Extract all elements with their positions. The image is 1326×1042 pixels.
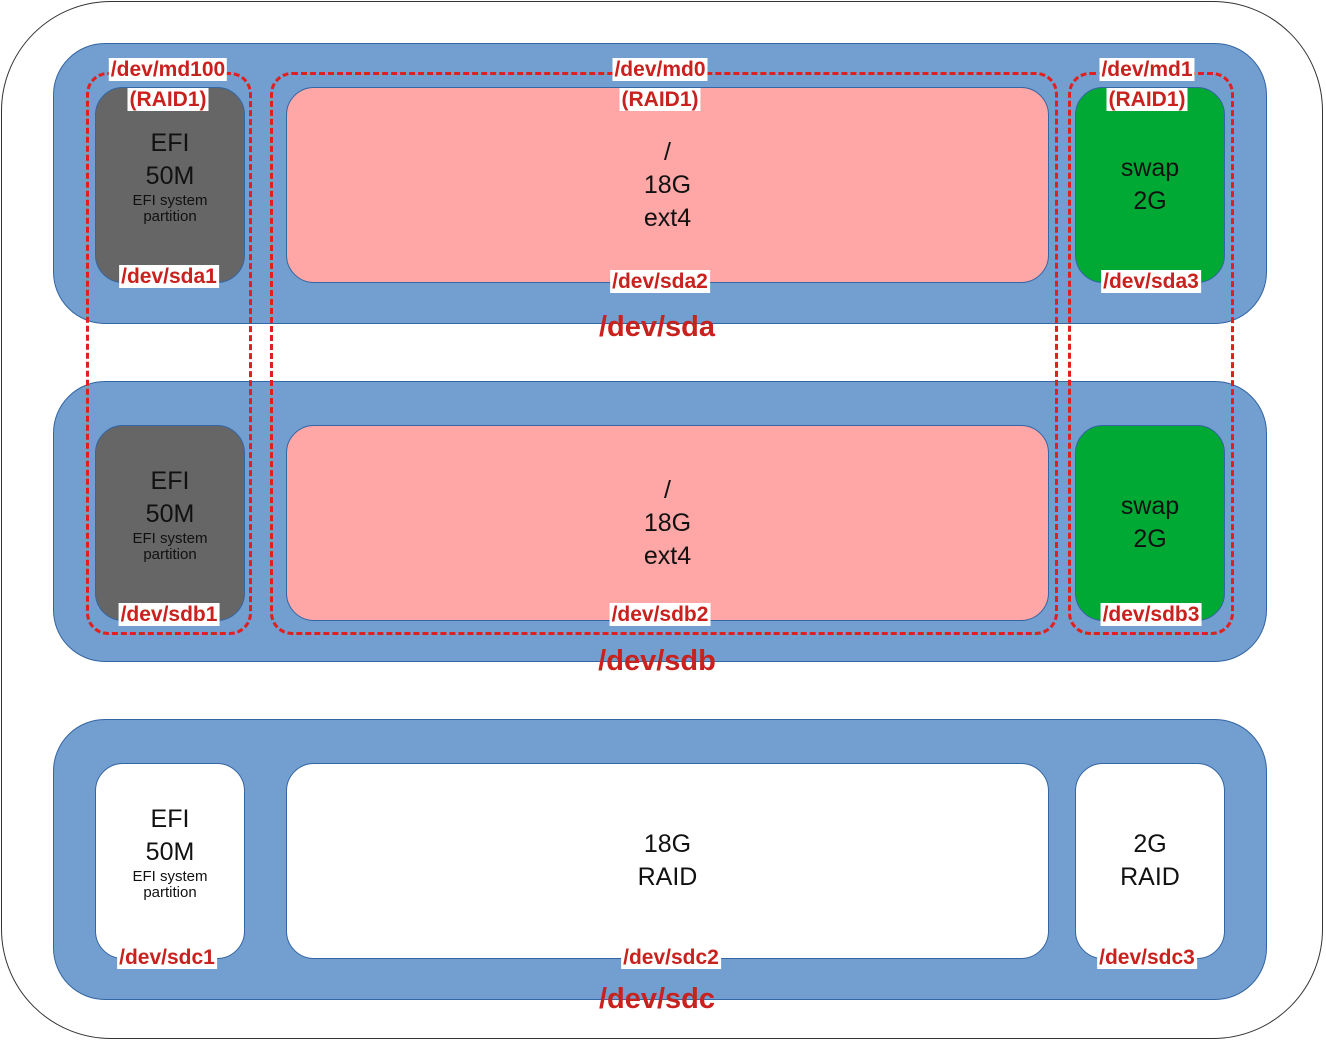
partition-size: 50M [145,162,195,190]
partition-note: partition [143,208,197,225]
raid-label-md0: /dev/md0 [612,58,708,81]
raid-level-md0: (RAID1) [619,88,701,111]
partition-size: 50M [145,500,195,528]
device-label-sda2: /dev/sda2 [610,270,710,293]
partition-type: EFI [150,129,190,157]
partition-size: 18G [643,830,692,858]
raid-level-md1: (RAID1) [1106,88,1188,111]
partition-type: EFI [150,467,190,495]
partition-type: EFI [150,805,190,833]
partition-size: 2G [1133,830,1167,858]
partition-sda3: swap 2G [1075,87,1225,283]
partition-sdb1: EFI 50M EFI system partition [95,425,245,621]
mount-point: / [664,137,671,166]
filesystem: ext4 [643,203,692,232]
disk-label-sdc: /dev/sdc [598,983,716,1015]
partition-sdc3: 2G RAID [1075,763,1225,959]
partition-note: partition [143,884,197,901]
partition-type: RAID [637,863,698,891]
partition-sdb3: swap 2G [1075,425,1225,621]
partition-sdc1: EFI 50M EFI system partition [95,763,245,959]
partition-size: 2G [1133,525,1167,553]
partition-note: partition [143,546,197,563]
device-label-sdc2: /dev/sdc2 [621,946,721,969]
partition-note: EFI system [132,530,208,547]
partition-note: EFI system [132,192,208,209]
partition-size: 2G [1133,187,1167,215]
disk-label-sdb: /dev/sdb [598,645,716,677]
raid-label-md1: /dev/md1 [1099,58,1195,81]
device-label-sdc3: /dev/sdc3 [1097,946,1197,969]
partition-sdc2: 18G RAID [286,763,1049,959]
partition-size: 18G [643,170,692,199]
partition-type: swap [1120,492,1180,520]
raid-md0-outline [270,72,1058,635]
partition-sdb2: / 18G ext4 [286,425,1049,621]
device-label-sda3: /dev/sda3 [1101,270,1201,293]
device-label-sdb2: /dev/sdb2 [609,603,711,626]
device-label-sdb3: /dev/sdb3 [1100,603,1202,626]
mount-point: / [664,475,671,504]
raid-level-md100: (RAID1) [127,88,209,111]
partition-type: swap [1120,154,1180,182]
partition-size: 18G [643,508,692,537]
device-label-sdc1: /dev/sdc1 [117,946,217,969]
raid-md100-outline [86,72,252,635]
raid-label-md100: /dev/md100 [108,58,228,81]
raid-md1-outline [1068,72,1234,635]
device-label-sda1: /dev/sda1 [119,265,219,288]
device-label-sdb1: /dev/sdb1 [118,603,220,626]
filesystem: ext4 [643,541,692,570]
partition-type: RAID [1120,863,1180,891]
partition-size: 50M [145,838,195,866]
partition-note: EFI system [132,868,208,885]
disk-label-sda: /dev/sda [598,311,716,343]
